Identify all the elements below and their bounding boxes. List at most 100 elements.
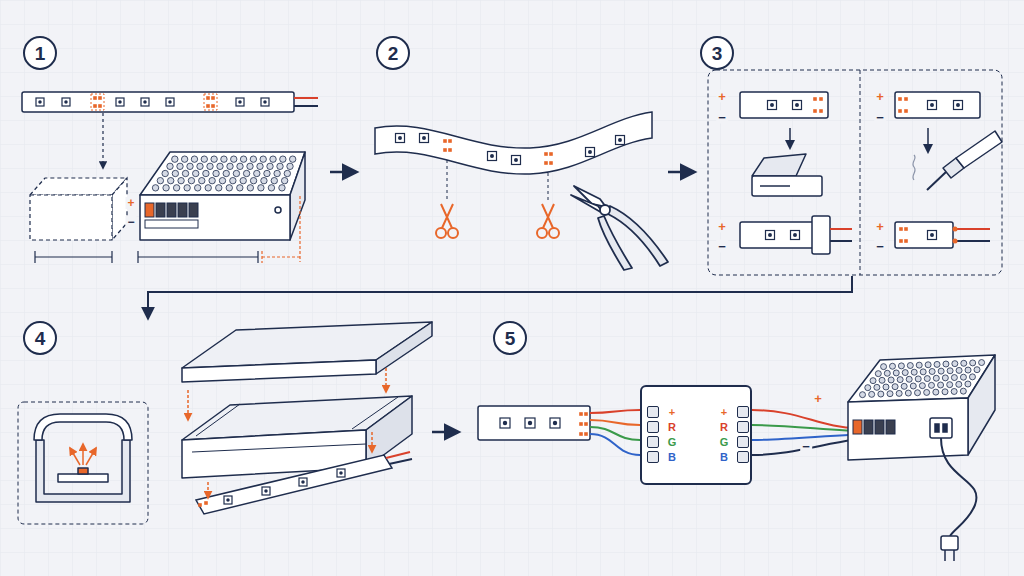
led-strip <box>375 112 652 174</box>
led-strip <box>22 92 294 112</box>
copper-pad <box>819 97 823 101</box>
light-ray <box>70 444 96 465</box>
vent-hole <box>947 368 953 374</box>
step-number-text: 4 <box>35 329 46 348</box>
diffuser-cover <box>182 360 376 382</box>
led-chip <box>525 418 535 428</box>
vent-hole <box>168 177 174 183</box>
led-chip <box>588 150 592 154</box>
led-chip <box>768 101 777 110</box>
screw-terminal <box>647 406 659 418</box>
wire <box>386 452 412 464</box>
vent-hole <box>289 156 295 162</box>
screw-terminal <box>737 406 749 418</box>
vent-hole <box>209 177 215 183</box>
power-socket <box>930 418 952 438</box>
terminal-label: + <box>669 407 675 418</box>
rgb-controller: +RGB+RGB <box>640 385 752 485</box>
vent-hole <box>887 391 893 397</box>
led-chip <box>143 100 147 104</box>
copper-pad <box>813 109 817 113</box>
dimension-line <box>262 196 300 263</box>
copper-pad <box>813 97 817 101</box>
vent-hole <box>240 156 246 162</box>
vent-hole <box>184 185 190 191</box>
profile-section <box>34 414 132 502</box>
space-box <box>30 178 127 195</box>
copper-pad <box>904 109 908 113</box>
vent-hole <box>247 185 253 191</box>
led-chip <box>928 101 937 110</box>
vent-hole <box>907 363 913 369</box>
vent-hole <box>947 382 953 388</box>
dimension-line <box>138 251 258 263</box>
light-ray <box>82 444 84 465</box>
screw-terminal <box>737 436 749 448</box>
wire <box>590 434 640 455</box>
vent-hole <box>191 156 197 162</box>
vent-hole <box>188 177 194 183</box>
vent-hole <box>915 390 921 396</box>
vent-hole <box>883 384 889 390</box>
terminal-block <box>864 420 873 434</box>
led-chip <box>38 100 42 104</box>
down-arrow <box>790 128 928 152</box>
copper-pad <box>904 97 908 101</box>
copper-pad <box>98 104 102 108</box>
strip-wire <box>294 105 318 107</box>
copper-pad <box>904 239 908 243</box>
diffuser-cover <box>182 322 432 382</box>
led-chip <box>62 98 70 106</box>
led-chip <box>224 496 232 504</box>
vent-hole <box>187 163 193 169</box>
vent-hole <box>243 170 249 176</box>
copper-pad <box>93 104 97 108</box>
led-chip <box>928 101 937 110</box>
copper-pad <box>443 139 447 143</box>
led-chip <box>226 498 230 502</box>
vent-hole <box>924 389 930 395</box>
terminal-block <box>853 420 862 434</box>
led-chip <box>490 154 494 158</box>
vent-hole <box>223 170 229 176</box>
vent-hole <box>163 185 169 191</box>
led-chip <box>422 136 426 140</box>
vent-hole <box>897 377 903 383</box>
copper-pad <box>206 104 210 108</box>
pliers <box>571 195 604 214</box>
copper-pad <box>544 161 548 165</box>
led-chip <box>263 100 267 104</box>
led-chip <box>420 134 429 143</box>
step-arrow <box>432 431 458 434</box>
vent-hole <box>902 370 908 376</box>
terminal-label: B <box>668 452 676 463</box>
led-chip <box>954 101 963 110</box>
profile-section <box>58 474 108 482</box>
wire <box>830 229 990 241</box>
profile-section <box>34 414 132 440</box>
copper-pad <box>204 501 208 505</box>
vent-hole <box>237 185 243 191</box>
vent-hole <box>952 361 958 367</box>
led-chip <box>514 158 518 162</box>
polarity-label: − <box>874 111 886 124</box>
led-chip <box>793 233 797 237</box>
copper-pad <box>211 96 215 100</box>
led-chip <box>500 418 510 428</box>
power-cord <box>941 438 976 536</box>
vent-hole <box>892 384 898 390</box>
vent-hole <box>888 377 894 383</box>
vent-hole <box>194 185 200 191</box>
vent-hole <box>884 370 890 376</box>
led-strip <box>740 92 828 118</box>
copper-pad <box>579 432 583 436</box>
scissors <box>537 228 547 238</box>
vent-hole <box>933 375 939 381</box>
led-chip <box>488 152 497 161</box>
aluminium-channel <box>192 397 398 452</box>
vent-hole <box>182 170 188 176</box>
led-chip <box>500 418 510 428</box>
vent-hole <box>956 381 962 387</box>
led-chip <box>528 421 532 425</box>
copper-pad <box>579 412 583 416</box>
